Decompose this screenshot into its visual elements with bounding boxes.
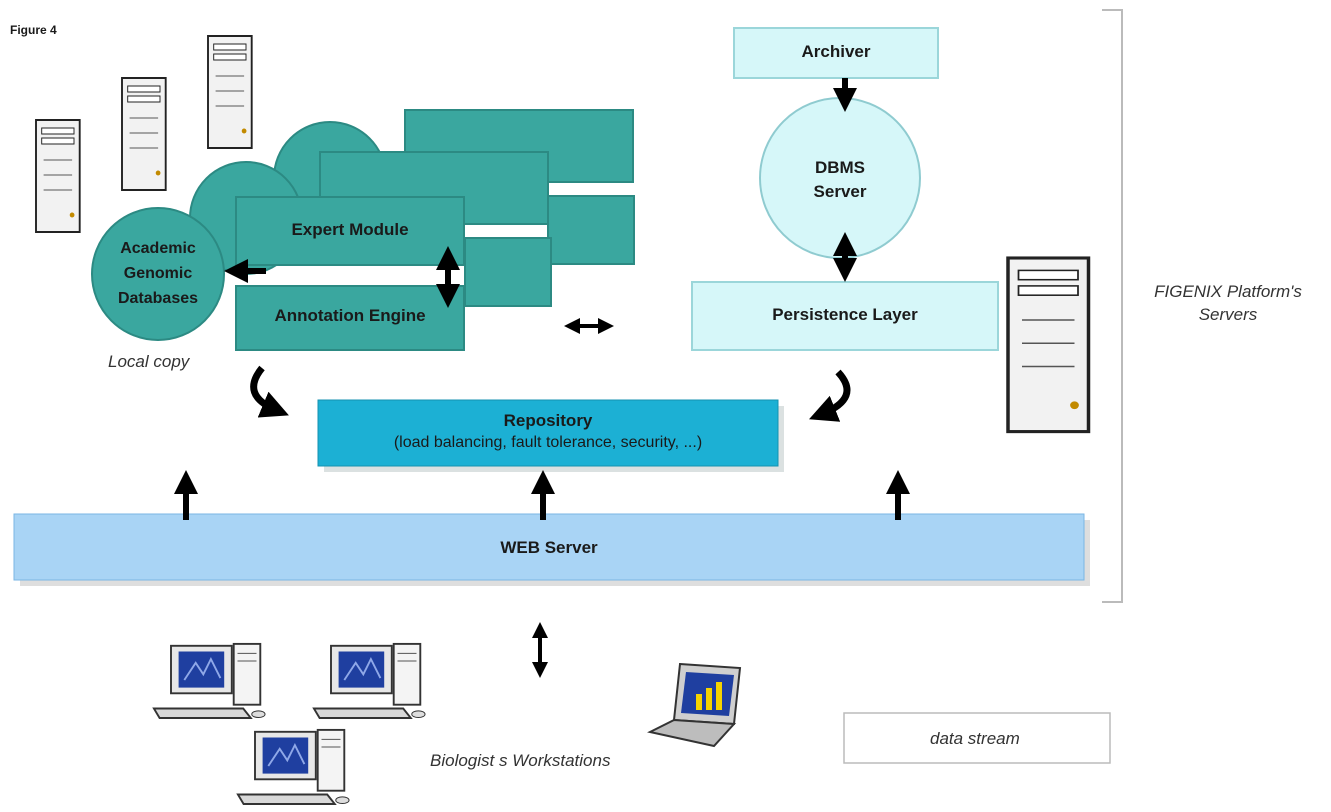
archiver-label: Archiver: [801, 42, 871, 61]
legend-label: data stream: [930, 729, 1020, 748]
local-copy-caption: Local copy: [108, 352, 190, 371]
workstation-icon: [236, 728, 351, 805]
workstation-icon: [312, 642, 427, 719]
annotation-engine-label: Annotation Engine: [274, 306, 426, 325]
server-tower-icon: [207, 35, 253, 149]
persistence-layer-label: Persistence Layer: [772, 305, 918, 324]
expert-module-label: Expert Module: [291, 220, 409, 239]
annotation-engine-box: [235, 285, 465, 351]
server-tower-icon: [35, 119, 81, 233]
academic-db-label: Academic Genomic Databases: [117, 240, 199, 307]
repository-label: Repository (load balancing, fault tolera…: [393, 411, 703, 451]
server-tower-icon: [1006, 256, 1091, 434]
figure-label: Figure 4: [10, 23, 57, 37]
workstations-caption: Biologist s Workstations: [430, 751, 611, 770]
server-tower-icon: [121, 77, 167, 191]
workstation-icon: [152, 642, 267, 719]
expert-module-box: [235, 196, 465, 266]
curved-arrow-icon: [809, 369, 851, 422]
platform-servers-caption: FIGENIX Platform's Servers: [1154, 282, 1302, 324]
curved-arrow-icon: [250, 365, 289, 418]
web-server-label: WEB Server: [500, 538, 598, 557]
dbms-server-label: DBMS Server: [813, 158, 867, 201]
legend-box: [843, 712, 1111, 764]
laptop-icon: [647, 662, 742, 748]
